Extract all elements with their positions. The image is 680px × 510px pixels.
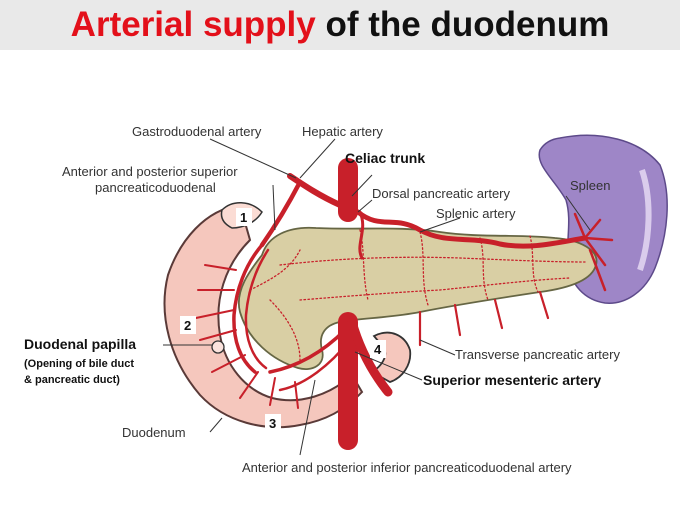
label-papilla-note-line2: & pancreatic duct) bbox=[24, 374, 120, 386]
page-title: Arterial supply of the duodenum bbox=[0, 4, 680, 46]
label-superior-pd-line2: pancreaticoduodenal bbox=[95, 180, 216, 195]
label-superior-mesenteric: Superior mesenteric artery bbox=[423, 372, 601, 388]
label-inferior-pd: Anterior and posterior inferior pancreat… bbox=[242, 460, 572, 475]
title-bar: Arterial supply of the duodenum bbox=[0, 0, 680, 50]
label-duodenum: Duodenum bbox=[122, 425, 186, 440]
label-splenic-artery: Splenic artery bbox=[436, 206, 516, 221]
splenic-artery bbox=[355, 209, 588, 249]
gastroduodenal-artery bbox=[259, 179, 303, 248]
duodenal-papilla bbox=[211, 340, 225, 354]
part-number-1: 1 bbox=[240, 210, 247, 225]
label-duodenal-papilla: Duodenal papilla bbox=[24, 336, 136, 352]
label-celiac-trunk: Celiac trunk bbox=[345, 150, 425, 166]
superior-pancreaticoduodenal bbox=[232, 243, 264, 374]
part-number-4: 4 bbox=[374, 342, 382, 357]
inferior-pancreaticoduodenal bbox=[268, 328, 347, 374]
label-gastroduodenal-artery: Gastroduodenal artery bbox=[132, 124, 262, 139]
label-spleen: Spleen bbox=[570, 178, 610, 193]
superior-mesenteric-artery bbox=[347, 317, 393, 397]
title-rest: of the duodenum bbox=[315, 5, 610, 44]
hepatic-artery bbox=[287, 173, 343, 208]
label-dorsal-pancreatic: Dorsal pancreatic artery bbox=[372, 186, 510, 201]
part-number-3: 3 bbox=[269, 416, 276, 431]
label-superior-pd-line1: Anterior and posterior superior bbox=[62, 164, 238, 179]
label-transverse-pancreatic: Transverse pancreatic artery bbox=[455, 347, 620, 362]
label-papilla-note-line1: (Opening of bile duct bbox=[24, 358, 134, 370]
title-highlight: Arterial supply bbox=[70, 5, 316, 44]
part-number-2: 2 bbox=[184, 318, 191, 333]
label-hepatic-artery: Hepatic artery bbox=[302, 124, 383, 139]
